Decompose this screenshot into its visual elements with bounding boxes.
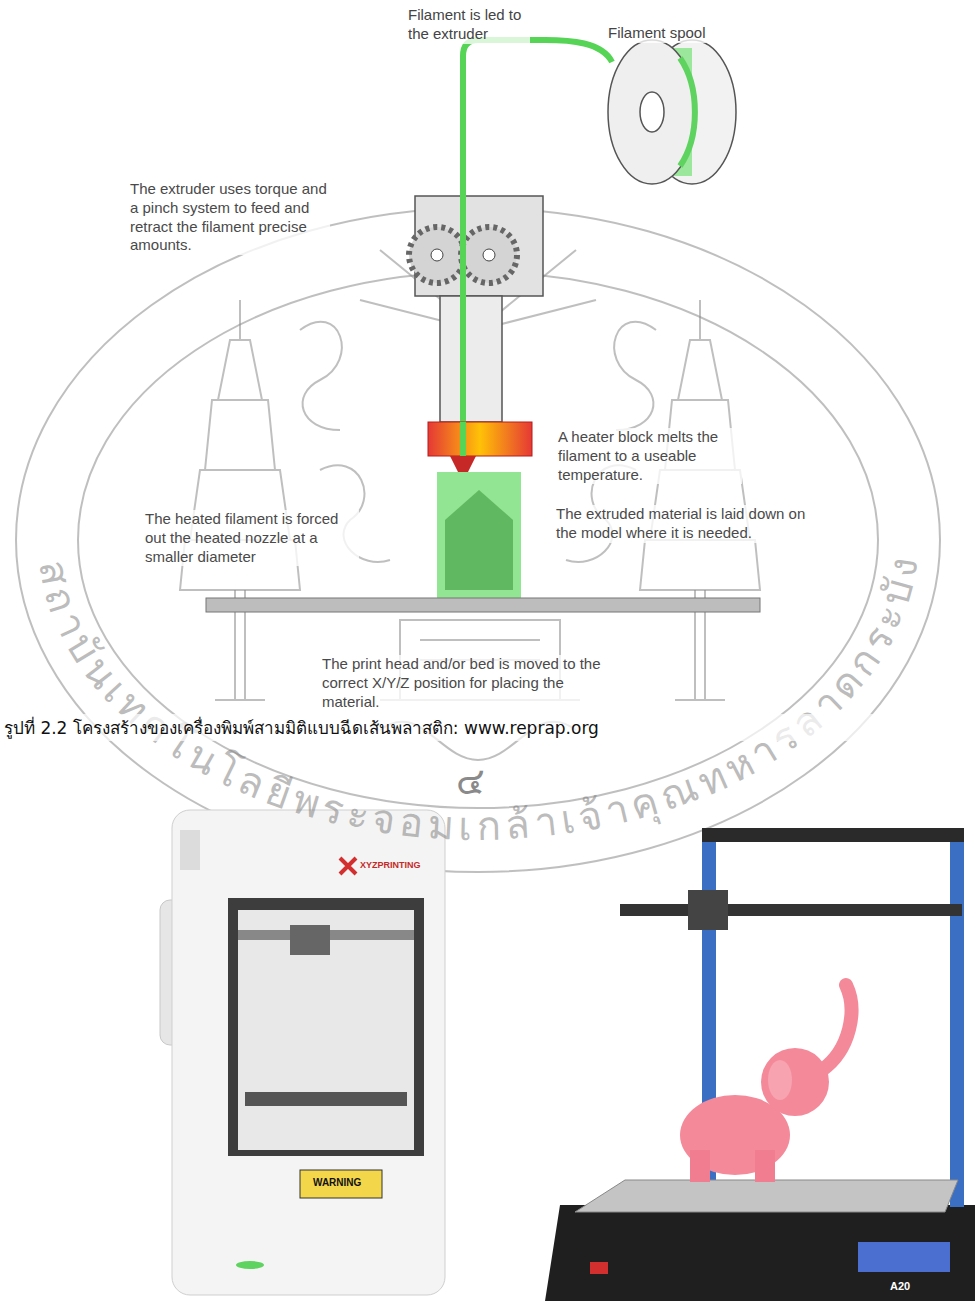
filament-note: Filament is led to the extruder	[408, 6, 530, 44]
seal-watermark	[16, 208, 940, 872]
heater-block	[428, 422, 532, 472]
model-note: The extruded material is laid down on th…	[556, 505, 814, 543]
warning-label: WARNING	[313, 1177, 361, 1190]
seal-watermark-text: สถาบันเทคโนโลยีพระจอมเกล้าเจ้าคุณทหารลาด…	[30, 554, 926, 849]
printer-photo-right	[545, 828, 975, 1301]
filament	[463, 40, 612, 456]
heater-note: A heater block melts the filament to a u…	[558, 428, 742, 484]
printer-photo-left	[160, 810, 445, 1295]
seal-numeral: ๔	[456, 758, 485, 806]
figure-caption: รูปที่ 2.2 โครงสร้างของเครื่องพิมพ์สามมิ…	[4, 714, 974, 741]
extruder	[409, 196, 543, 422]
extruder-note: The extruder uses torque and a pinch sys…	[130, 180, 330, 255]
motion-note: The print head and/or bed is moved to th…	[322, 655, 622, 711]
spool-label: Filament spool	[608, 24, 706, 43]
nozzle-note: The heated filament is forced out the he…	[145, 510, 359, 566]
model-label: A20	[890, 1280, 910, 1294]
filament-spool	[608, 40, 736, 184]
printed-model	[437, 472, 521, 598]
print-bed	[206, 598, 760, 612]
brand-logo: XYZPRINTING	[360, 860, 421, 871]
